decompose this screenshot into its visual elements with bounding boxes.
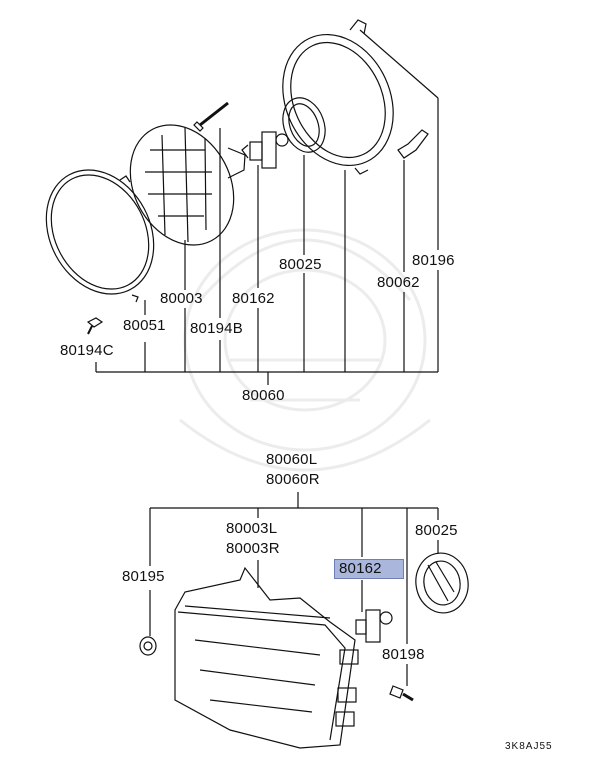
clip-80194C bbox=[86, 317, 104, 335]
assembly-label-80060R[interactable]: 80060R bbox=[266, 471, 320, 488]
part-label-80025-lower[interactable]: 80025 bbox=[415, 522, 458, 539]
adjuster-80062 bbox=[397, 129, 429, 159]
part-label-80196[interactable]: 80196 bbox=[412, 252, 455, 269]
part-label-80194C[interactable]: 80194C bbox=[60, 342, 114, 359]
part-label-80198[interactable]: 80198 bbox=[382, 646, 425, 663]
housing bbox=[282, 19, 394, 175]
retaining-ring-80025-lower bbox=[415, 552, 469, 614]
upper-leader-lines bbox=[95, 29, 439, 385]
lens-ring-80051 bbox=[45, 169, 155, 303]
assembly-label-80060[interactable]: 80060 bbox=[242, 387, 285, 404]
part-label-80062[interactable]: 80062 bbox=[377, 274, 420, 291]
bulb-80162-upper bbox=[241, 131, 289, 169]
watermark bbox=[179, 228, 431, 472]
sealed-beam-80003 bbox=[129, 124, 246, 246]
part-label-80162[interactable]: 80162 bbox=[232, 290, 275, 307]
figure-code: 3K8AJ55 bbox=[505, 741, 553, 752]
part-label-80162-highlighted[interactable]: 80162 bbox=[334, 559, 404, 579]
part-label-80025[interactable]: 80025 bbox=[279, 256, 322, 273]
part-label-80003L[interactable]: 80003L bbox=[226, 520, 278, 537]
assembly-label-80060L[interactable]: 80060L bbox=[266, 451, 318, 468]
bulb-80162-lower bbox=[355, 609, 393, 643]
part-label-80194B[interactable]: 80194B bbox=[190, 320, 243, 337]
screw-80198 bbox=[389, 685, 414, 702]
part-label-80003R[interactable]: 80003R bbox=[226, 540, 280, 557]
bolt-80195 bbox=[139, 636, 157, 656]
part-label-80195[interactable]: 80195 bbox=[122, 568, 165, 585]
part-label-80003[interactable]: 80003 bbox=[160, 290, 203, 307]
headlamp-unit bbox=[174, 566, 359, 749]
screw-80194B bbox=[193, 101, 229, 132]
lower-leader-lines bbox=[149, 492, 439, 686]
part-label-80051[interactable]: 80051 bbox=[123, 317, 166, 334]
